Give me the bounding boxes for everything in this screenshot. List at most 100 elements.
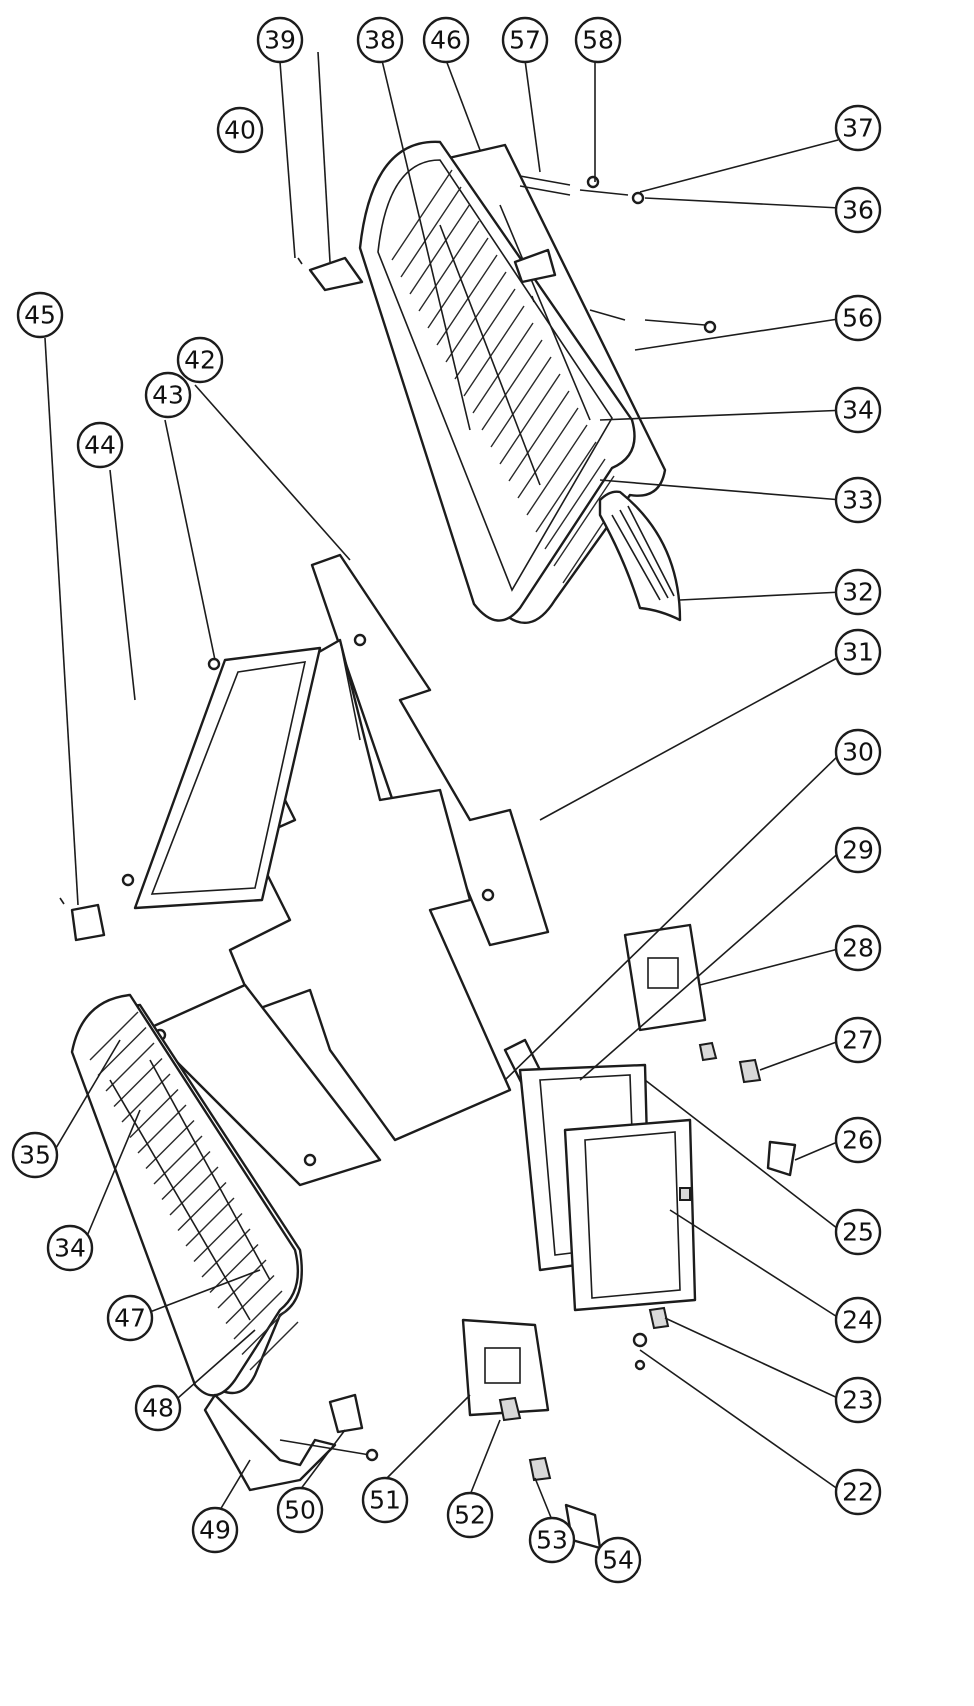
callout-58: 58 xyxy=(574,16,622,64)
callout-38: 38 xyxy=(356,16,404,64)
svg-text:32: 32 xyxy=(842,578,874,607)
callout-51: 51 xyxy=(361,1476,409,1524)
svg-text:31: 31 xyxy=(842,638,874,667)
svg-text:29: 29 xyxy=(842,836,874,865)
grille-rib xyxy=(544,458,606,550)
grille-rib xyxy=(481,339,543,431)
tray-49 xyxy=(203,1393,379,1492)
grille-rib xyxy=(526,424,588,516)
grille-rib xyxy=(185,1197,235,1247)
grille-rib xyxy=(193,1213,243,1262)
svg-text:28: 28 xyxy=(842,934,874,963)
grille-rib xyxy=(145,1120,195,1169)
grille-rib xyxy=(217,1259,267,1309)
svg-text:37: 37 xyxy=(842,114,874,143)
drawer-24 xyxy=(563,1118,697,1312)
svg-text:27: 27 xyxy=(842,1026,874,1055)
svg-text:25: 25 xyxy=(842,1218,874,1247)
callout-28: 28 xyxy=(834,924,882,972)
callout-49: 49 xyxy=(191,1506,239,1554)
svg-text:47: 47 xyxy=(114,1304,146,1333)
grille-rib xyxy=(249,1321,299,1371)
grille-rib xyxy=(508,390,570,482)
svg-text:38: 38 xyxy=(364,26,396,55)
callout-25: 25 xyxy=(834,1208,882,1256)
callout-37: 37 xyxy=(834,104,882,152)
grille-rib xyxy=(454,288,516,380)
small-part-53 xyxy=(528,1456,552,1482)
small-part-52 xyxy=(498,1396,522,1422)
grille-rib xyxy=(161,1151,211,1200)
grille-rib xyxy=(427,237,489,329)
svg-text:43: 43 xyxy=(152,381,184,410)
grille-rib xyxy=(241,1306,291,1355)
svg-text:57: 57 xyxy=(509,26,541,55)
grille-rib xyxy=(535,441,597,533)
box-28 xyxy=(623,923,707,1032)
small-part-23 xyxy=(648,1306,670,1330)
callout-35: 35 xyxy=(11,1131,59,1179)
svg-text:39: 39 xyxy=(264,26,296,55)
svg-text:46: 46 xyxy=(430,26,462,55)
svg-text:22: 22 xyxy=(842,1478,874,1507)
hinge-pins-right xyxy=(519,175,717,334)
bracket-50 xyxy=(328,1393,364,1434)
svg-text:58: 58 xyxy=(582,26,614,55)
svg-text:40: 40 xyxy=(224,116,256,145)
grille-rib xyxy=(517,407,579,499)
callout-46: 46 xyxy=(422,16,470,64)
corner-bracket-lower-right xyxy=(513,248,557,303)
small-part-22 xyxy=(632,1332,648,1371)
callout-45: 45 xyxy=(16,291,64,339)
callout-57: 57 xyxy=(501,16,549,64)
callout-56: 56 xyxy=(834,294,882,342)
callout-53: 53 xyxy=(528,1516,576,1564)
svg-text:30: 30 xyxy=(842,738,874,767)
callout-40: 40 xyxy=(216,106,264,154)
clip-45 xyxy=(59,897,106,942)
grille-rib xyxy=(499,373,561,465)
grille-rib xyxy=(201,1228,251,1278)
callout-30: 30 xyxy=(834,728,882,776)
callout-34-left: 34 xyxy=(46,1224,94,1272)
grille-rib xyxy=(463,305,525,397)
callout-39: 39 xyxy=(256,16,304,64)
grille-rib xyxy=(89,1011,139,1061)
svg-text:50: 50 xyxy=(284,1496,316,1525)
callout-47: 47 xyxy=(106,1294,154,1342)
grille-rib xyxy=(105,1042,155,1092)
grille-rib xyxy=(553,475,615,567)
svg-text:26: 26 xyxy=(842,1126,874,1155)
grille-rib xyxy=(169,1166,219,1216)
callout-42: 42 xyxy=(176,336,224,384)
svg-text:24: 24 xyxy=(842,1306,874,1335)
grille-rib xyxy=(225,1275,275,1324)
callout-24: 24 xyxy=(834,1296,882,1344)
callout-22: 22 xyxy=(834,1468,882,1516)
box-44 xyxy=(121,646,322,910)
clip-26 xyxy=(766,1140,797,1177)
box-51 xyxy=(461,1318,550,1417)
callout-54: 54 xyxy=(594,1536,642,1584)
callout-31: 31 xyxy=(834,628,882,676)
curved-rail-32 xyxy=(598,490,682,622)
svg-text:23: 23 xyxy=(842,1386,874,1415)
corner-bracket-39 xyxy=(297,256,364,292)
grille-rib xyxy=(409,203,471,295)
callout-27: 27 xyxy=(834,1016,882,1064)
svg-text:48: 48 xyxy=(142,1394,174,1423)
grille-rib xyxy=(391,169,453,261)
small-part-27 xyxy=(698,1041,762,1084)
callout-34-right: 34 xyxy=(834,386,882,434)
callout-43: 43 xyxy=(144,371,192,419)
grille-rib xyxy=(233,1290,283,1340)
callout-23: 23 xyxy=(834,1376,882,1424)
grille-rib xyxy=(472,322,534,414)
callout-50: 50 xyxy=(276,1486,324,1534)
callout-44: 44 xyxy=(76,421,124,469)
svg-text:45: 45 xyxy=(24,301,56,330)
grille-ribs-right xyxy=(391,169,624,584)
svg-text:34: 34 xyxy=(842,396,874,425)
callout-36: 36 xyxy=(834,186,882,234)
